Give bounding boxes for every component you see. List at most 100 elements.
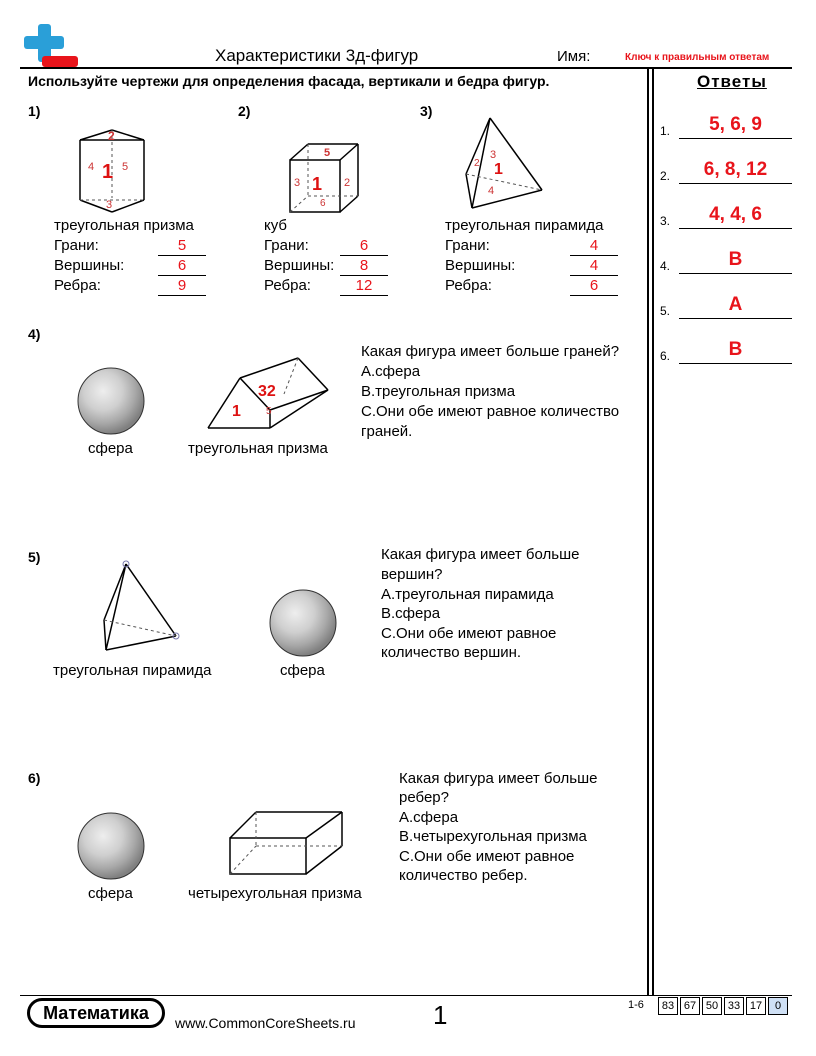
score-cell: 83: [658, 997, 678, 1015]
name-label: Имя:: [557, 48, 591, 65]
faces-value: 4: [589, 237, 599, 254]
svg-text:1: 1: [494, 161, 503, 178]
option-c-cont: количество вершин.: [381, 644, 522, 661]
answer-number: 2.: [660, 169, 671, 183]
question-number: 1): [28, 103, 41, 119]
page-number: 1: [433, 1000, 448, 1030]
page-title: Характеристики 3д-фигур: [215, 46, 419, 65]
logo-icon: [24, 24, 78, 67]
question-text: Какая фигура имеет больше: [381, 546, 580, 563]
option-c-cont: количество ребер.: [399, 867, 528, 884]
vertices-label: Вершины:: [445, 257, 516, 274]
figure-caption: треугольная пирамида: [53, 662, 212, 679]
vertices-value: 4: [589, 257, 599, 274]
edges-value: 9: [177, 277, 187, 294]
faces-value: 6: [359, 237, 369, 254]
question-number: 4): [28, 326, 41, 342]
answer-underline: [340, 275, 388, 276]
svg-text:3: 3: [490, 149, 496, 161]
answer-value: 6, 8, 12: [703, 159, 768, 180]
option-c: C.Они обе имеют равное: [399, 848, 575, 865]
answer-key-label: Ключ к правильным ответам: [625, 52, 770, 63]
answer-underline: [158, 275, 206, 276]
vertices-value: 6: [177, 257, 187, 274]
shape-name: треугольная пирамида: [445, 217, 604, 234]
svg-text:3: 3: [294, 177, 300, 189]
question-text: Какая фигура имеет больше граней?: [361, 343, 620, 360]
faces-label: Грани:: [54, 237, 99, 254]
svg-text:32: 32: [258, 383, 276, 400]
answer-line: [679, 318, 792, 319]
answer-value: B: [728, 339, 743, 360]
answer-number: 1.: [660, 124, 671, 138]
svg-text:1: 1: [312, 174, 322, 194]
brand-logo: Математика: [27, 998, 165, 1028]
option-a: A.сфера: [399, 809, 459, 826]
answer-underline: [340, 295, 388, 296]
answer-number: 4.: [660, 259, 671, 273]
svg-text:2: 2: [344, 177, 350, 189]
triangular-pyramid-figure: 3 1 2 4: [465, 117, 543, 209]
option-b: B.сфера: [381, 605, 441, 622]
answer-line: [679, 273, 792, 274]
score-cell: 33: [724, 997, 744, 1015]
site-url: www.CommonCoreSheets.ru: [175, 1015, 356, 1031]
svg-text:5: 5: [266, 406, 272, 417]
sphere-figure: [77, 812, 145, 880]
edges-label: Ребра:: [445, 277, 492, 294]
option-c: C.Они обе имеют равное количество: [361, 403, 620, 420]
vertices-label: Вершины:: [264, 257, 335, 274]
option-c-cont: граней.: [361, 423, 413, 440]
edges-label: Ребра:: [54, 277, 101, 294]
option-c: C.Они обе имеют равное: [381, 625, 557, 642]
svg-text:3: 3: [106, 199, 112, 211]
answer-column-divider: [647, 67, 649, 995]
svg-text:4: 4: [88, 161, 94, 173]
answer-line: [679, 363, 792, 364]
question-number: 5): [28, 549, 41, 565]
answer-line: [679, 183, 792, 184]
edges-label: Ребра:: [264, 277, 311, 294]
figure-caption: четырехугольная призма: [188, 885, 362, 902]
edges-value: 12: [355, 277, 373, 294]
question-text-cont: вершин?: [381, 566, 443, 583]
triangular-prism-figure: 32 1 5: [207, 357, 329, 429]
cube-figure: 5 1 3 2 6: [289, 143, 359, 213]
svg-text:2: 2: [474, 158, 480, 169]
question-number: 2): [238, 103, 251, 119]
sphere-figure: [77, 367, 145, 435]
answers-title: Ответы: [697, 72, 767, 91]
figure-caption: сфера: [280, 662, 325, 679]
triangular-pyramid-figure: [103, 560, 180, 651]
answer-value: B: [728, 249, 743, 270]
svg-text:4: 4: [488, 185, 494, 197]
rectangular-prism-figure: [229, 811, 343, 875]
header-divider: [20, 67, 792, 69]
figure-caption: сфера: [88, 885, 133, 902]
answer-underline: [340, 255, 388, 256]
sphere-figure: [269, 589, 337, 657]
answer-value: 5, 6, 9: [709, 114, 762, 135]
score-range: 1-6: [628, 999, 644, 1011]
vertices-value: 8: [359, 257, 369, 274]
answer-underline: [158, 255, 206, 256]
svg-text:2: 2: [108, 129, 115, 143]
answer-value: A: [728, 294, 743, 315]
option-a: A.треугольная пирамида: [381, 586, 554, 603]
answer-value: 4, 4, 6: [709, 204, 762, 225]
svg-text:5: 5: [122, 161, 128, 173]
answer-column-divider: [652, 67, 654, 995]
option-a: A.сфера: [361, 363, 421, 380]
instructions: Используйте чертежи для определения фаса…: [28, 73, 550, 89]
svg-text:5: 5: [324, 147, 330, 159]
figure-caption: сфера: [88, 440, 133, 457]
shape-name: куб: [264, 217, 287, 234]
answer-underline: [158, 295, 206, 296]
option-b: B.треугольная призма: [361, 383, 516, 400]
answer-underline: [570, 275, 618, 276]
answer-number: 3.: [660, 214, 671, 228]
svg-text:1: 1: [102, 161, 113, 183]
answer-line: [679, 228, 792, 229]
question-text-cont: ребер?: [399, 789, 449, 806]
score-cell: 67: [680, 997, 700, 1015]
